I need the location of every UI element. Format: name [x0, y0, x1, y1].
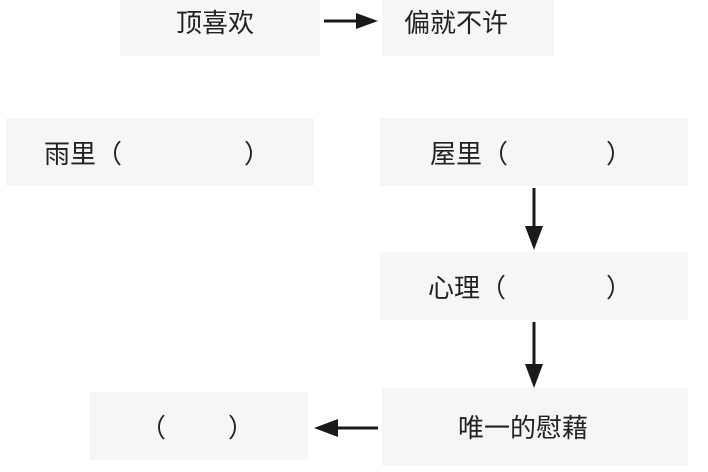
node-mid-left — [6, 118, 314, 186]
node-top-right — [382, 0, 554, 56]
node-heart-label: 心理（ — [428, 274, 507, 304]
node-mid-right-close: ） — [606, 140, 633, 170]
node-comfort — [382, 388, 688, 466]
node-bottom-left-close: ） — [228, 414, 255, 444]
node-mid-right — [380, 118, 688, 186]
node-top-left-label: 顶喜欢 — [176, 9, 255, 39]
node-heart-close: ） — [606, 274, 633, 304]
node-mid-left-label: 雨里（ — [44, 140, 123, 170]
arrow-down-2 — [525, 322, 543, 388]
node-comfort-label: 唯一的慰藉 — [458, 414, 589, 444]
node-top-right-label: 偏就不许 — [404, 9, 509, 39]
node-bottom-left — [90, 392, 308, 460]
node-bottom-left-open: （ — [140, 414, 167, 444]
arrow-bottom-left — [314, 419, 378, 437]
arrow-top-right — [324, 13, 378, 29]
node-mid-left-close: ） — [244, 140, 271, 170]
node-mid-right-label: 屋里（ — [430, 140, 509, 170]
node-heart — [380, 252, 688, 320]
arrow-down-1 — [525, 188, 543, 250]
node-top-left — [120, 0, 320, 56]
